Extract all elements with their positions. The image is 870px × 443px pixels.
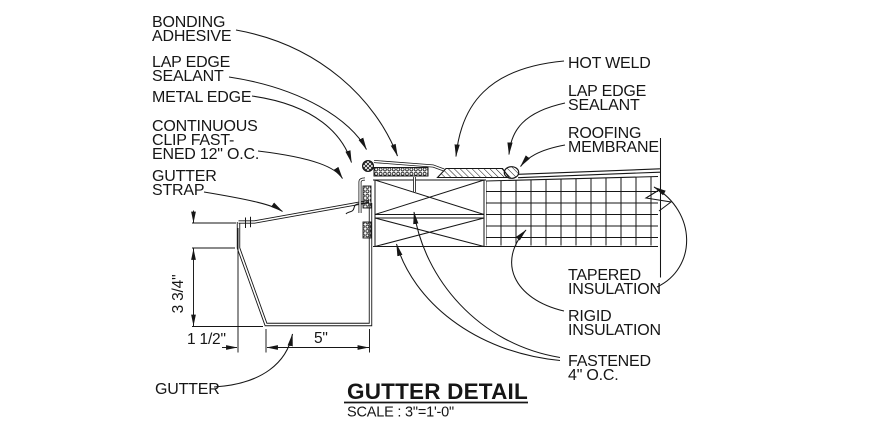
leader-continuous-clip [257,150,343,179]
drawing-scale: SCALE : 3"=1'-0" [347,405,454,421]
clip-fastener-piece [362,221,372,239]
svg-text:CLIP FAST-: CLIP FAST- [152,132,234,149]
title-block: GUTTER DETAIL SCALE : 3"=1'-0" [344,379,528,421]
leader-fastened-upper [413,211,561,359]
fastener-head [362,160,375,173]
strap-hem-ticks [245,216,251,228]
dim-gutter-depth-text: 3 3/4" [170,275,187,314]
label-gutter: GUTTER [155,381,220,398]
leader-fastened-lower [395,243,561,362]
lap-sealant-bead [503,166,520,179]
svg-text:4" O.C.: 4" O.C. [568,367,619,384]
label-lap-edge-sealant-left: LAP EDGE [152,54,230,71]
label-roofing-membrane: ROOFING [568,125,641,142]
leader-metal-edge [251,95,353,164]
svg-text:ENED 12" O.C.: ENED 12" O.C. [152,146,259,163]
label-metal-edge: METAL EDGE [152,89,251,106]
membrane-lap-strip [436,167,511,179]
leader-hot-weld [454,60,565,158]
callout-labels: BONDING ADHESIVE LAP EDGE SEALANT METAL … [152,14,661,398]
leader-gutter [213,333,294,388]
drawing-title: GUTTER DETAIL [347,379,528,404]
label-lap-edge-sealant-right: LAP EDGE [568,83,646,100]
dim-lip-offset-text: 1 1/2" [187,331,226,348]
bonding-adhesive-strip [373,167,429,177]
leader-bonding-adhesive [235,29,398,157]
label-gutter-strap: GUTTER [152,168,217,185]
leader-roofing-membrane [520,144,566,167]
dimension-lip-offset: 1 1/2" [187,228,282,353]
leader-lap-edge-sealant-left [228,76,367,150]
wood-blocking [374,179,485,247]
svg-text:MEMBRANE: MEMBRANE [568,139,659,156]
label-rigid-insulation: RIGID [568,308,611,325]
gutter-profile [236,199,373,327]
label-bonding-adhesive: BONDING [152,14,225,31]
svg-text:SEALANT: SEALANT [152,68,224,85]
svg-text:SEALANT: SEALANT [568,97,640,114]
svg-text:INSULATION: INSULATION [568,281,661,298]
svg-text:STRAP: STRAP [152,182,204,199]
dim-gutter-width-text: 5" [314,330,328,347]
continuous-clip-piece [362,185,372,209]
leader-lines [203,29,688,388]
leader-lap-edge-sealant-right [507,102,566,156]
label-tapered-insulation: TAPERED [568,267,641,284]
roof-edge-assembly [358,160,660,239]
label-hot-weld: HOT WELD [568,55,651,72]
leader-tapered-insulation [653,186,688,288]
break-symbol [644,189,673,212]
dimension-gutter-depth: 3 3/4" [170,210,263,327]
svg-text:INSULATION: INSULATION [568,322,661,339]
dimension-gutter-width: 5" [267,329,370,353]
label-continuous-clip: CONTINUOUS [152,118,258,135]
label-fastened-4oc: FASTENED [568,353,651,370]
svg-text:ADHESIVE: ADHESIVE [152,28,231,45]
leader-rigid-insulation [511,229,565,312]
leader-gutter-strap [203,191,283,212]
